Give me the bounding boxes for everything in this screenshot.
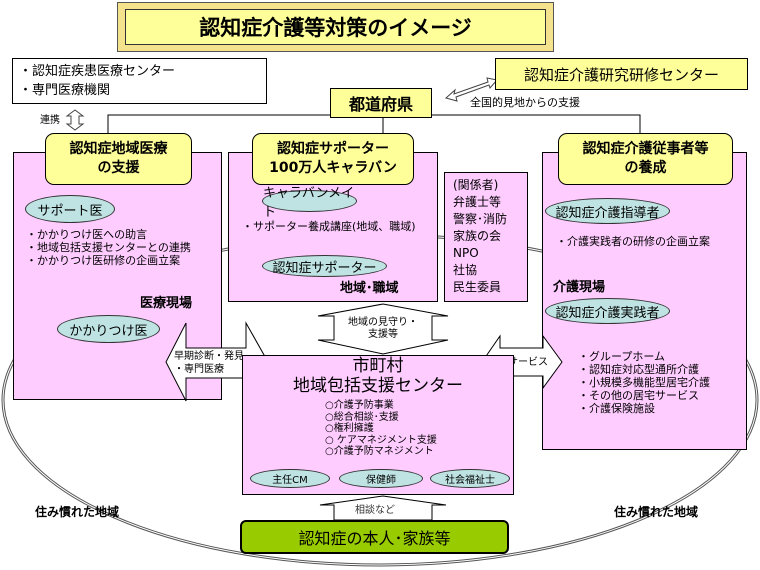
medical-support-header: 認知症地域医療 の支援 [45, 133, 192, 185]
early-diagnosis-label: 早期診断・発見 ・専門医療 [174, 350, 244, 376]
community-workplace-label: 地域･職域 [340, 281, 399, 296]
research-center-box: 認知症介護研究研修センター [495, 58, 748, 90]
center-service-item: ○介護予防事業 [325, 400, 394, 411]
center-services: ○介護予防事業 ○総合相談･支援 ○権利擁護 ○ ケアマネジメント支援 ○介護予… [325, 400, 437, 458]
bullet-item: ・かかりつけ医への助言 [26, 228, 148, 241]
title-banner: 認知症介護等対策のイメージ [117, 2, 554, 52]
care-worker-header: 認知症介護従事者等 の養成 [558, 133, 733, 185]
link-updown-arrow [65, 109, 85, 131]
consult-label: 相談など [355, 505, 395, 516]
stakeholder-item: 社協 [453, 263, 478, 277]
prefecture-box: 都道府県 [330, 88, 432, 118]
support-doctor-ellipse: サポート医 [25, 195, 115, 223]
municipality-title: 市町村 [352, 356, 404, 376]
care-worker-header-line2: の養成 [624, 160, 667, 176]
caravan-header-line1: 認知症サポーター [277, 141, 389, 157]
link-label: 連携 [40, 115, 60, 126]
national-support-label: 全国的見地からの支援 [470, 96, 580, 109]
stakeholder-item: 家族の会 [453, 229, 502, 243]
support-doctor-bullets: ・かかりつけ医への助言 ・地域包括支援センターとの連携 ・かかりつけ医研修の企画… [26, 228, 191, 267]
stakeholders-heading: (関係者) [453, 178, 499, 192]
care-worker-header-line1: 認知症介護従事者等 [582, 141, 709, 157]
stakeholders-box: (関係者) 弁護士等 警察･消防 家族の会 NPO 社協 民生委員 [444, 172, 528, 302]
stakeholder-item: 警察･消防 [453, 212, 508, 226]
medical-center-box: ・認知症疾患医療センター ・専門医療機関 [12, 58, 267, 104]
center-service-item: ○ ケアマネジメント支援 [325, 434, 437, 446]
care-service-label: 介護サービス [488, 357, 548, 368]
stakeholder-item: 民生委員 [453, 280, 502, 294]
care-practitioner-ellipse: 認知症介護実践者 [545, 298, 670, 324]
center-name: 地域包括支援センター [293, 376, 463, 396]
early-diagnosis-line1: 早期診断・発見 [174, 351, 244, 362]
caravan-header: 認知症サポーター 100万人キャラバン [252, 133, 414, 185]
center-title: 市町村 地域包括支援センター [242, 356, 514, 396]
watch-support-line1: 地域の見守り・ [348, 317, 418, 328]
watch-support-label: 地域の見守り・ 支援等 [336, 317, 430, 341]
center-service-item: ○総合相談･支援 [325, 411, 399, 423]
chief-care-manager-ellipse: 主任CM [250, 469, 330, 488]
service-item: ・小規模多機能型居宅介護 [578, 376, 710, 389]
medical-field-label: 医療現場 [140, 296, 193, 311]
region-label-right: 住み慣れた地域 [614, 505, 699, 519]
care-services-list: ・グループホーム ・認知症対応型通所介護 ・小規模多機能型居宅介護 ・その他の居… [578, 350, 710, 415]
service-item: ・認知症対応型通所介護 [578, 363, 699, 376]
caravan-mate-ellipse: キャラバンメイト [262, 186, 357, 220]
medical-support-header-line1: 認知症地域医療 [69, 141, 168, 157]
dementia-supporter-ellipse: 認知症サポーター [262, 255, 387, 277]
center-service-item: ○介護予防マネジメント [325, 446, 434, 457]
medical-center-item: ・認知症疾患医療センター [19, 64, 176, 79]
medical-support-header-line2: の支援 [97, 160, 140, 176]
service-item: ・介護保険施設 [578, 402, 655, 415]
care-instructor-bullet: ・介護実践者の研修の企画立案 [556, 235, 710, 248]
public-health-nurse-ellipse: 保健師 [339, 469, 423, 488]
early-diagnosis-line2: ・専門医療 [174, 364, 224, 375]
bullet-item: ・地域包括支援センターとの連携 [26, 241, 191, 254]
region-label-left: 住み慣れた地域 [35, 505, 120, 519]
care-field-label: 介護現場 [553, 280, 606, 295]
stakeholder-item: 弁護士等 [453, 195, 502, 209]
watch-support-line2: 支援等 [368, 329, 398, 340]
page-title: 認知症介護等対策のイメージ [125, 9, 546, 45]
person-family-box: 認知症の本人･家族等 [240, 520, 509, 554]
supporter-course-bullet: ・サポーター養成講座(地域、職域) [242, 220, 416, 233]
care-instructor-ellipse: 認知症介護指導者 [545, 198, 670, 224]
service-item: ・グループホーム [578, 350, 666, 363]
bullet-item: ・かかりつけ医研修の企画立案 [26, 254, 181, 267]
service-item: ・その他の居宅サービス [578, 389, 699, 402]
center-service-item: ○権利擁護 [325, 423, 374, 434]
family-doctor-ellipse: かかりつけ医 [57, 315, 160, 343]
caravan-header-line2: 100万人キャラバン [269, 160, 397, 176]
specialist-item: ・専門医療機関 [19, 83, 111, 98]
stakeholder-item: NPO [453, 246, 479, 260]
social-worker-ellipse: 社会福祉士 [430, 469, 510, 488]
